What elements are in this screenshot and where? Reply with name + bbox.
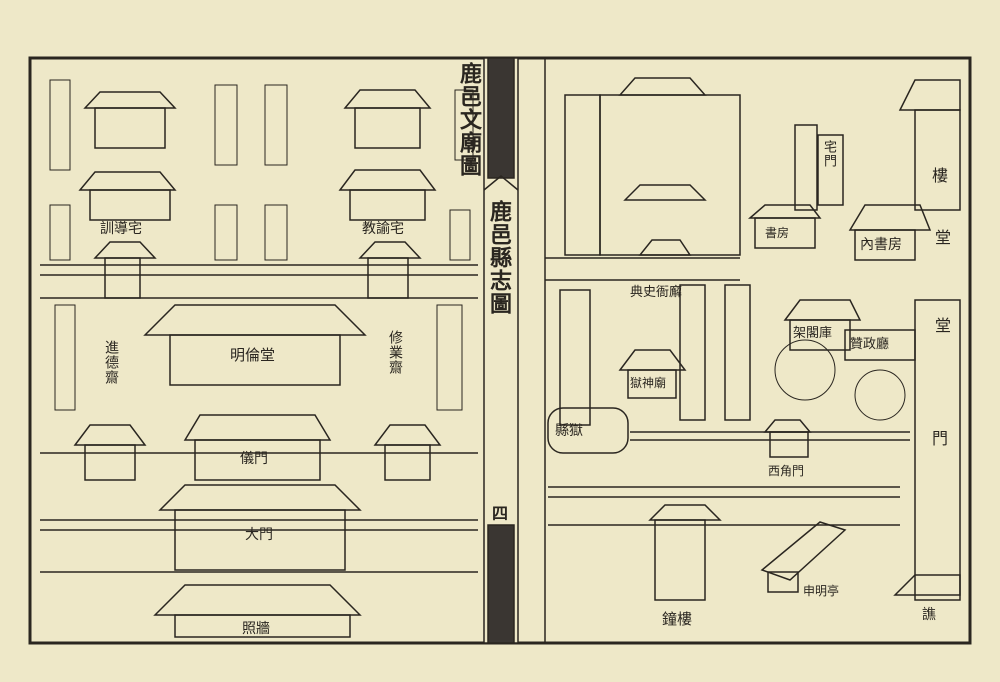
label-hall-upper: 堂 (935, 228, 952, 247)
left-panel-title: 鹿邑文廟圖 (456, 62, 482, 177)
tree-left (774, 339, 836, 401)
label-hall-lower: 堂 (935, 316, 952, 335)
label-gate: 門 (929, 430, 948, 447)
label-tablet-pavilion: 宅門 (821, 140, 836, 168)
spine-black-block-bottom (487, 524, 515, 644)
label-left-study: 進德齋 (103, 340, 119, 385)
tree-right (854, 369, 906, 421)
label-inner-study: 內書房 (860, 237, 902, 253)
building-top-left (83, 91, 177, 149)
label-dianshi-office: 典史衙廨 (630, 285, 683, 300)
label-screen-wall: 照牆 (242, 621, 270, 637)
minglun-hall-roof (143, 304, 367, 336)
label-county-prison: 縣獄 (555, 423, 583, 439)
county-prison-enclosure (547, 407, 629, 454)
label-bottom-right: 譙 (922, 607, 936, 623)
label-zanzheng-hall: 贊政廳 (850, 337, 890, 352)
label-prison-shrine: 獄神廟 (630, 376, 667, 390)
building-top-right (343, 89, 432, 149)
label-west-side-gate: 西角門 (768, 464, 805, 478)
label-tower: 樓 (932, 166, 949, 185)
label-jiaoyu-residence: 教諭宅 (362, 221, 404, 237)
label-xundao-residence: 訓導宅 (100, 221, 142, 237)
label-bell-tower: 鐘樓 (662, 610, 693, 628)
spine-black-block-top (487, 57, 515, 179)
label-minglun-hall: 明倫堂 (230, 346, 276, 364)
label-shenming-pavilion: 申明亭 (803, 584, 840, 598)
page-number: 四 (492, 504, 509, 523)
bell-tower-body (654, 519, 706, 601)
label-main-gate: 大門 (245, 527, 273, 543)
label-ceremonial-gate: 儀門 (240, 451, 268, 467)
bell-tower-roof (648, 504, 722, 521)
spine-title: 鹿邑縣志圖 (486, 200, 512, 315)
label-right-study: 修業齋 (387, 330, 403, 375)
label-archive: 架閣庫 (793, 326, 833, 341)
label-study: 書房 (765, 226, 790, 240)
minglun-hall-body (169, 334, 341, 386)
shenming-pavilion-roof (760, 521, 847, 581)
